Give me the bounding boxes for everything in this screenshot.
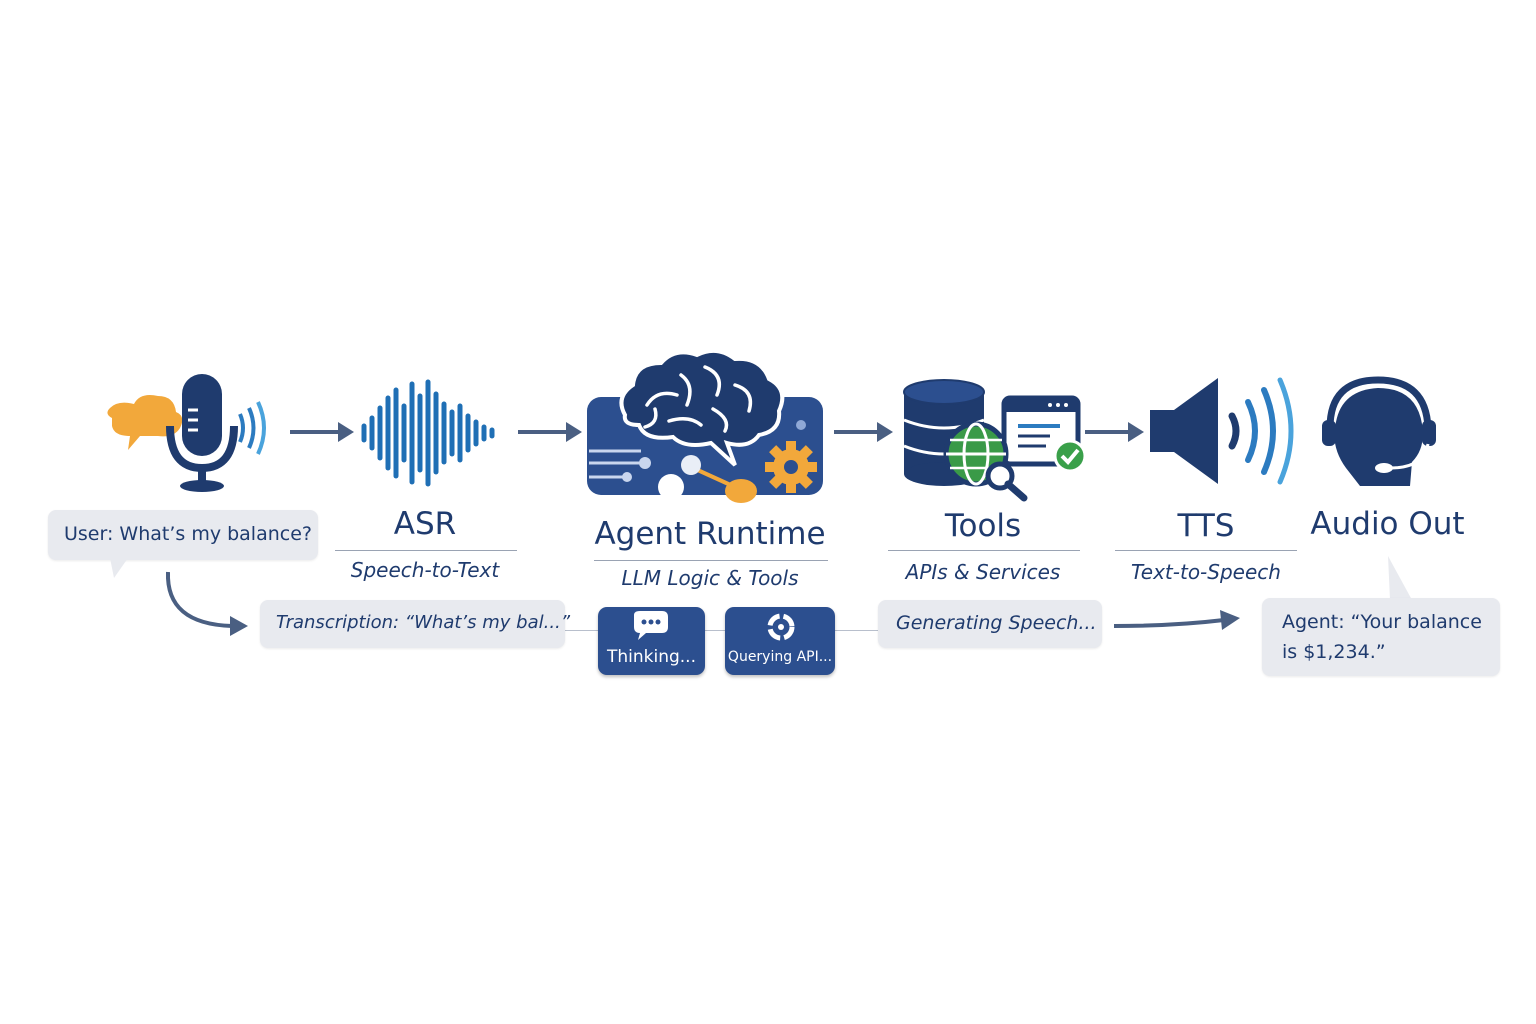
- waveform-icon: [361, 379, 495, 487]
- flow-arrow: [834, 422, 893, 442]
- audio-out-title: Audio Out: [1310, 506, 1465, 542]
- thinking-chip: Thinking...: [598, 607, 705, 675]
- headset-icon: [1322, 376, 1436, 486]
- transcription-text: Transcription: “What’s my bal...”: [276, 612, 571, 633]
- speaker-icon: [1150, 377, 1294, 485]
- thinking-label: Thinking...: [606, 647, 696, 667]
- generating-speech-bubble: Generating Speech...: [878, 600, 1102, 648]
- user-speech-text: User: What’s my balance?: [64, 523, 312, 545]
- user-speech-bubble: User: What’s my balance?: [48, 510, 318, 560]
- bottom-flow-line: [560, 630, 880, 631]
- asr-title: ASR: [393, 506, 457, 542]
- asr-subtitle: Speech-to-Text: [350, 558, 500, 582]
- agent-reply-line2: is $1,234.”: [1282, 641, 1386, 663]
- tools-title: Tools: [944, 508, 1022, 544]
- querying-label: Querying API...: [727, 649, 833, 665]
- agent-runtime-divider: [594, 560, 828, 561]
- asr-divider: [335, 550, 517, 551]
- flow-arrow: [1085, 422, 1144, 442]
- agent-runtime-subtitle: LLM Logic & Tools: [621, 566, 799, 590]
- sync-icon: [767, 613, 795, 641]
- agent-reply-line1: Agent: “Your balance: [1282, 611, 1482, 633]
- bubble-tail: [1388, 556, 1412, 600]
- agent-reply-bubble: Agent: “Your balance is $1,234.”: [1262, 598, 1500, 676]
- generating-speech-text: Generating Speech...: [896, 612, 1097, 634]
- flow-arrow: [518, 422, 582, 442]
- querying-api-chip: Querying API...: [725, 607, 835, 675]
- transcription-bubble: Transcription: “What’s my bal...”: [260, 600, 570, 648]
- tools-subtitle: APIs & Services: [905, 560, 1061, 584]
- agent-runtime-title: Agent Runtime: [594, 516, 826, 552]
- flow-arrow: [290, 422, 354, 442]
- tools-divider: [888, 550, 1080, 551]
- flow-arrow: [1113, 610, 1240, 630]
- brain-icon: [587, 348, 823, 503]
- curved-arrow: [165, 571, 248, 636]
- bubble-tail: [110, 558, 128, 578]
- tts-title: TTS: [1177, 508, 1235, 544]
- microphone-icon: [107, 374, 266, 492]
- database-icon: [903, 379, 1087, 502]
- tts-subtitle: Text-to-Speech: [1131, 560, 1281, 584]
- tts-divider: [1115, 550, 1297, 551]
- chat-bubble-icon: [634, 611, 668, 640]
